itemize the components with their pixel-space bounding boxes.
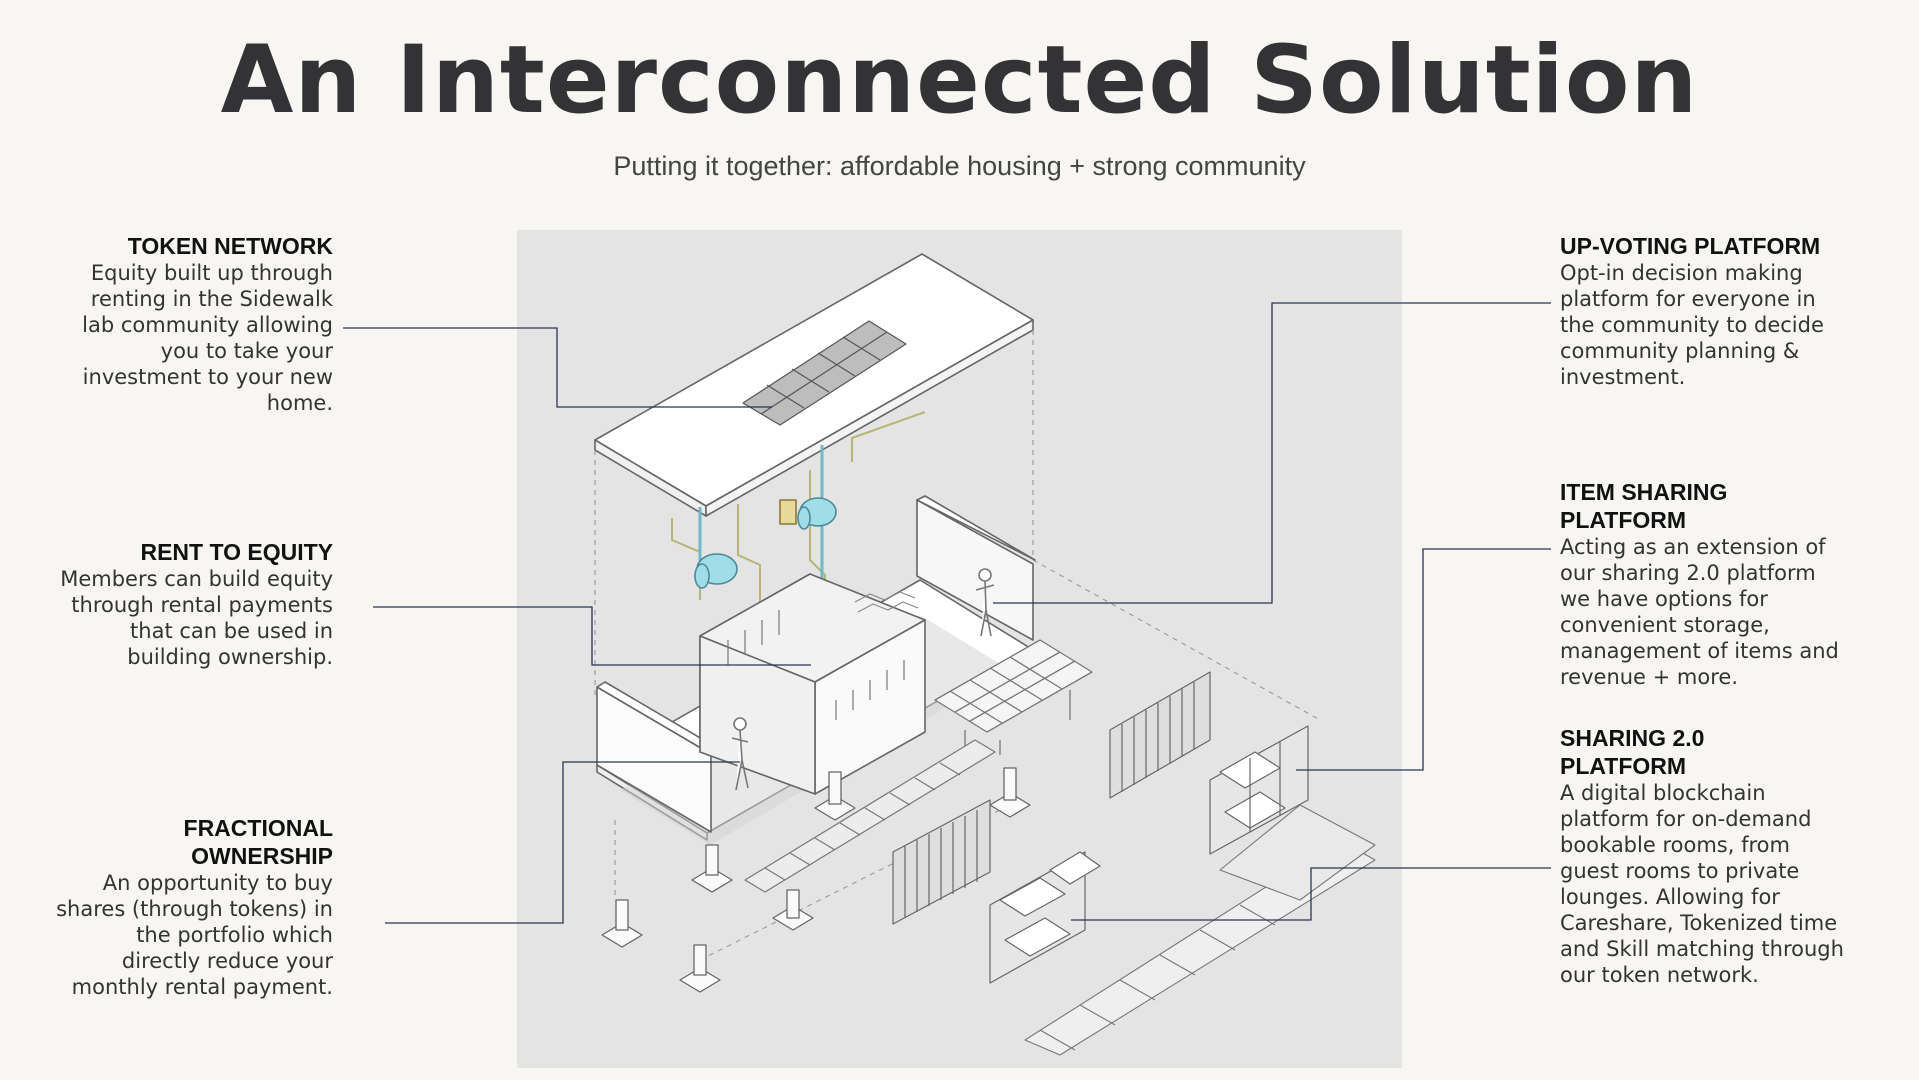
label-body: Acting as an extension of our sharing 2.… [1560,535,1839,689]
label-heading: UP-VOTING PLATFORM [1560,233,1821,259]
central-room [699,573,926,795]
water-tank-icon [694,553,738,589]
storage-module [1109,671,1211,799]
label-body: A digital blockchain platform for on-dem… [1560,781,1844,987]
ramp-walkway [744,739,996,893]
sharing-pod [1209,725,1309,855]
label-body: Members can build equity through rental … [60,567,333,669]
person-figure-icon [975,568,995,637]
page-subtitle: Putting it together: affordable housing … [613,151,1306,181]
label-rent-to-equity: RENT TO EQUITY Members can build equity … [55,538,333,670]
label-up-voting-platform: UP-VOTING PLATFORM Opt-in decision makin… [1560,232,1845,390]
solar-panel-icon [742,320,907,426]
leader-up-voting-platform [993,302,1551,604]
label-heading: TOKEN NETWORK [127,233,333,259]
footing-icon [814,771,856,821]
leader-fractional-ownership [385,761,740,924]
label-token-network: TOKEN NETWORK Equity built up through re… [55,232,333,416]
footing-icon [989,767,1031,818]
person-figure-icon [731,717,749,791]
label-heading: RENT TO EQUITY [140,539,333,565]
footing-icon [691,844,733,893]
label-body: Opt-in decision making platform for ever… [1560,261,1824,389]
label-item-sharing-platform: ITEM SHARING PLATFORM Acting as an exten… [1560,478,1845,690]
footing-icon [601,899,643,948]
label-body: Equity built up through renting in the S… [82,261,333,415]
water-tank-icon [779,497,837,530]
storage-module [892,799,991,925]
boardwalk [1024,804,1376,1056]
label-heading: SHARING 2.0 PLATFORM [1560,725,1705,779]
leader-rent-to-equity [373,606,811,666]
footing-icon [772,889,814,931]
sharing-pod [989,851,1101,984]
page-title: An Interconnected Solution [220,26,1699,135]
label-fractional-ownership: FRACTIONAL OWNERSHIP An opportunity to b… [55,814,333,1000]
leader-lines [343,302,1551,924]
label-heading: ITEM SHARING PLATFORM [1560,479,1728,533]
leader-sharing-platform [1071,867,1551,921]
label-body: An opportunity to buy shares (through to… [56,871,333,999]
pergola-deck [934,639,1093,760]
back-wall [916,495,1036,641]
leader-item-sharing-platform [1296,548,1551,771]
footing-icon [679,944,721,993]
label-sharing-platform: SHARING 2.0 PLATFORM A digital blockchai… [1560,724,1845,988]
leader-token-network [343,327,772,408]
label-heading: FRACTIONAL OWNERSHIP [183,815,333,869]
